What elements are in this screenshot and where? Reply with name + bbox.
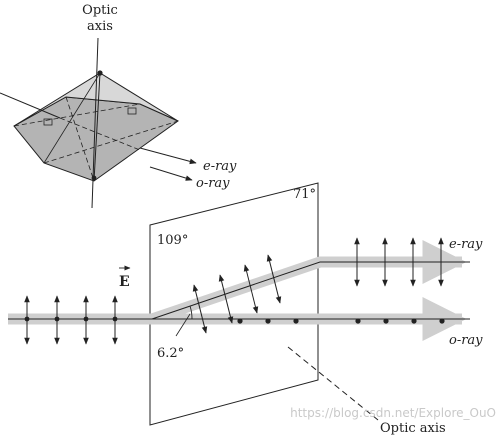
inset-e-ray-label: e-ray [203,159,237,174]
e-ray-band [150,240,467,325]
inset-optic-axis-label-2: axis [87,19,113,34]
angle-71-label: 71° [293,187,316,202]
inset-o-ray-arrow [149,166,193,181]
inset-apex-dot [97,70,103,76]
walkoff-angle-arc [189,305,193,320]
inset-o-ray-label: o-ray [196,176,230,191]
o-ray-dots [237,318,445,324]
optic-axis-label: Optic axis [380,421,446,435]
inset-incident-ray [0,92,61,119]
e-ray-centerline [151,261,470,320]
e-ray-internal-polarization [192,254,282,334]
e-ray-label: e-ray [449,237,483,252]
watermark-text: https://blog.csdn.net/Explore_OuO [290,406,496,420]
walkoff-angle-leader [175,313,191,337]
o-ray-label: o-ray [449,333,483,348]
inset-base-dot [91,175,97,181]
e-ray-exit-polarization [354,237,444,287]
angle-109-label: 109° [157,233,188,248]
crystal-face-outline [149,182,319,426]
inset-optic-axis-label-1: Optic [82,3,118,18]
incident-polarization [24,295,118,345]
inset-e-ray-arrow [139,147,197,165]
field-e-label: E [119,274,130,290]
walkoff-angle-label: 6.2° [157,346,184,361]
